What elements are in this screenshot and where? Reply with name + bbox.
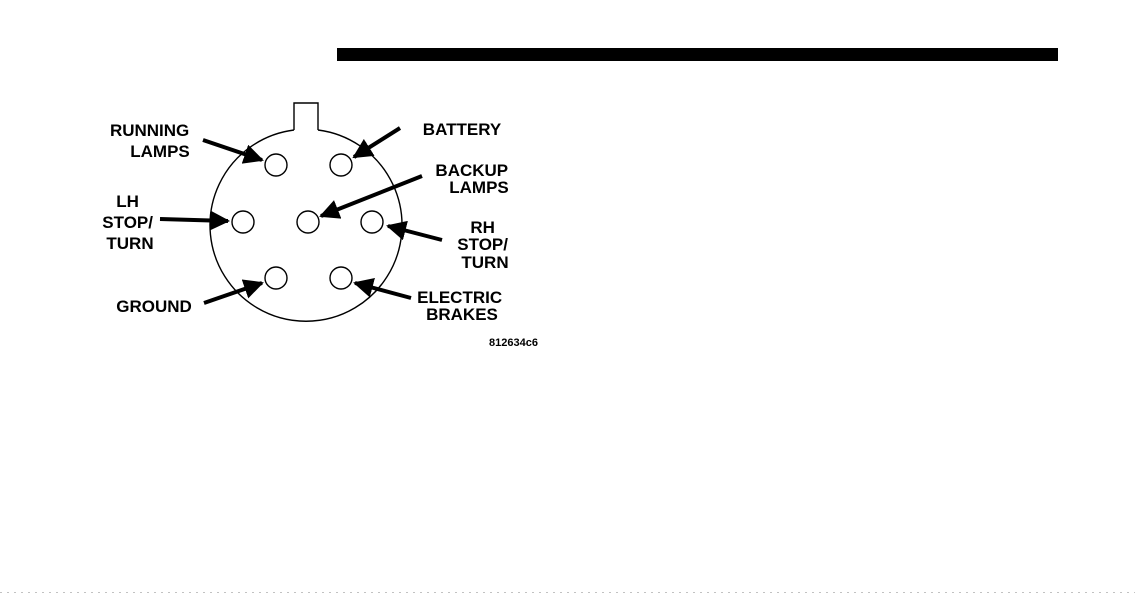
arrow-electric-brakes: [355, 283, 411, 298]
pin-electric-brakes: [330, 267, 352, 289]
label-rh-stop-turn: RH STOP/ TURN: [457, 218, 512, 272]
label-ground: GROUND: [116, 297, 192, 316]
label-electric-brakes: ELECTRIC BRAKES: [417, 288, 507, 324]
label-backup-lamps: BACKUP LAMPS: [435, 161, 512, 197]
label-running-lamps: RUNNING LAMPS: [110, 121, 194, 161]
pin-running-lamps: [265, 154, 287, 176]
arrow-lh-stop-turn: [160, 219, 228, 221]
pin-lh-stop-turn: [232, 211, 254, 233]
pin-backup-lamps: [297, 211, 319, 233]
arrow-backup-lamps: [321, 176, 422, 216]
pin-ground: [265, 267, 287, 289]
connector-key-tab: [294, 103, 318, 130]
label-lh-stop-turn: LH STOP/ TURN: [102, 192, 157, 253]
label-battery: BATTERY: [423, 120, 502, 139]
arrow-ground: [204, 283, 262, 303]
pin-battery: [330, 154, 352, 176]
arrow-running-lamps: [203, 140, 262, 160]
arrow-rh-stop-turn: [388, 226, 442, 240]
figure-code: 812634c6: [489, 337, 538, 349]
page-edge-line: [0, 592, 1135, 593]
arrow-battery: [354, 128, 400, 157]
pin-rh-stop-turn: [361, 211, 383, 233]
